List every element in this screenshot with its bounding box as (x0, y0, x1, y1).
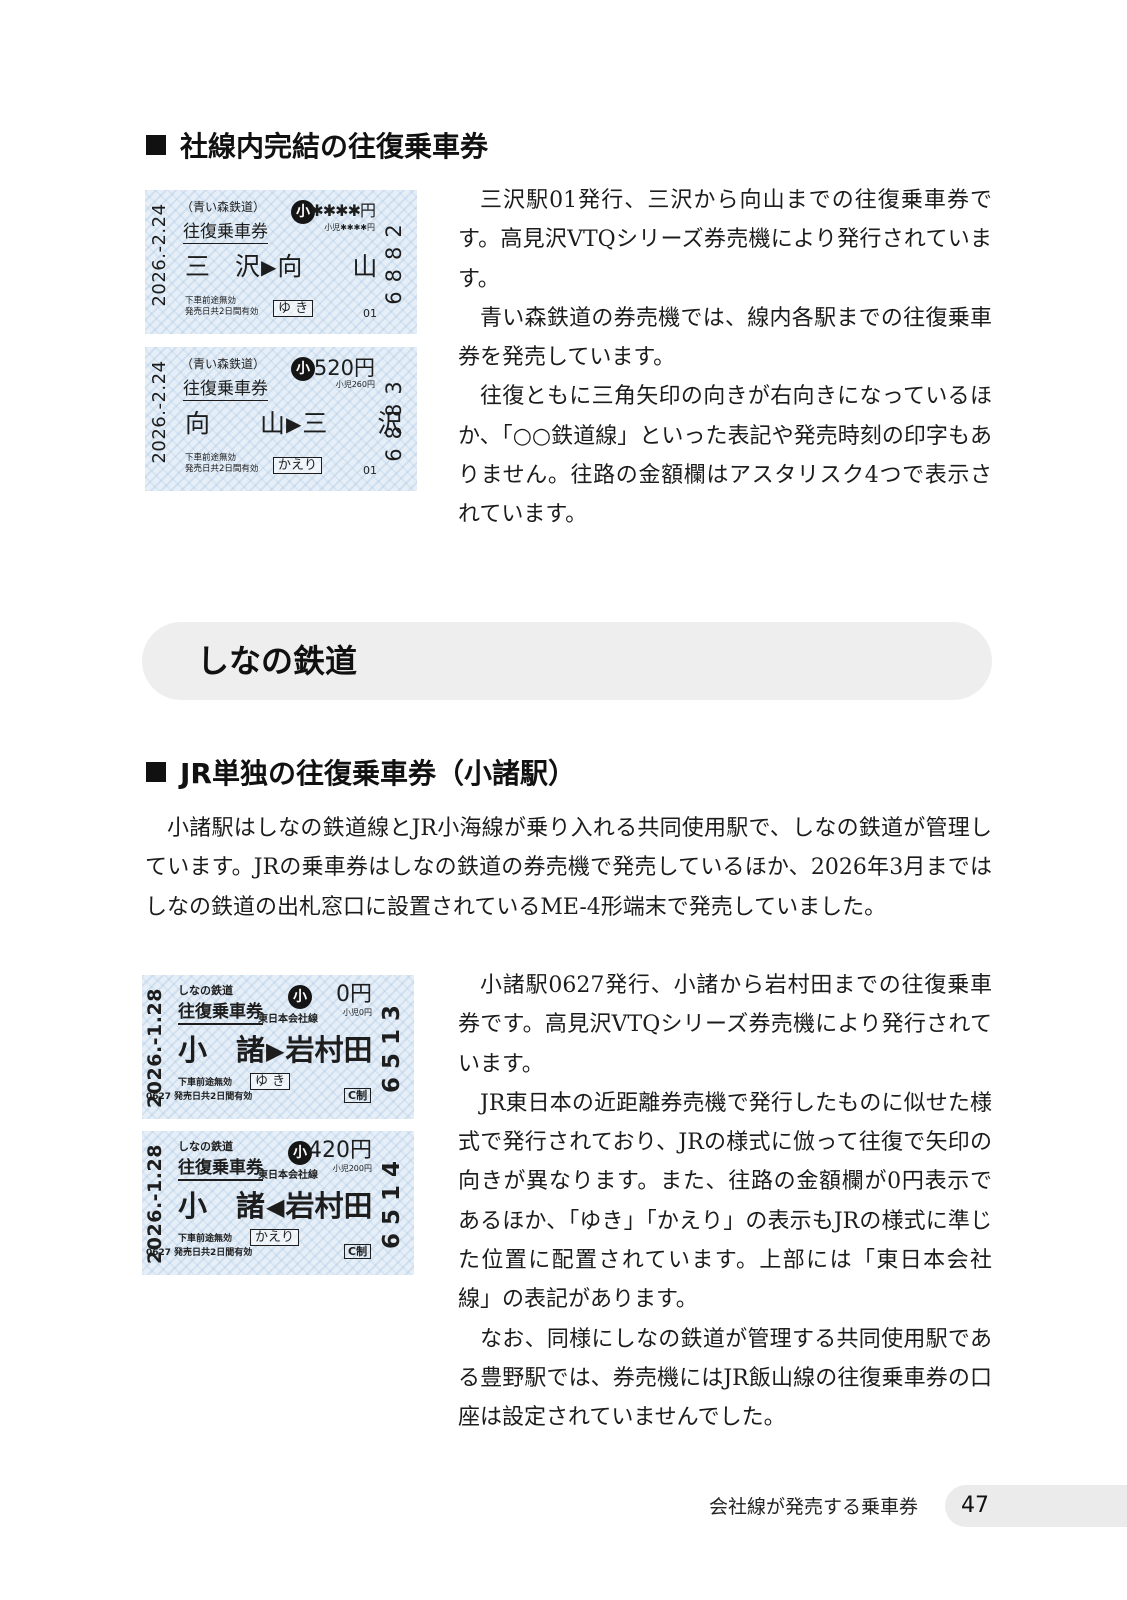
ticket-operator: しなの鉄道 (178, 984, 233, 997)
ticket-company-line: 東日本会社線 (258, 1014, 318, 1025)
ticket-type: 往復乗車券 (183, 222, 268, 244)
ticket-machine-number: 01 (363, 307, 377, 320)
child-fare-mark-icon: 小 (291, 357, 315, 381)
ticket-route-to: 岩村田 (285, 1033, 373, 1067)
ticket-child-fare: 小児✱✱✱✱円 (324, 223, 375, 232)
ticket-type: 往復乗車券 (178, 1004, 263, 1025)
ticket-serial-number: 6882 (382, 215, 406, 305)
ticket-child-fare: 小児200円 (332, 1164, 372, 1173)
section1-body-text: 三沢駅01発行、三沢から向山までの往復乗車券です。高見沢VTQシリーズ券売機によ… (458, 181, 992, 535)
section-heading-aoimori-roundtrip: 社線内完結の往復乗車券 (146, 125, 488, 165)
ticket-image-misawa-mukaiyama-outbound: 2026.-2.24 （青い森鉄道） 往復乗車券 小 ✱✱✱✱円 小児✱✱✱✱円… (145, 190, 417, 334)
section2-intro-text: 小諸駅はしなの鉄道線とJR小海線が乗り入れる共同使用駅で、しなの鉄道が管理してい… (145, 809, 992, 927)
ticket-issue-date: 2026.-2.24 (149, 360, 170, 464)
ticket-station-code: 0627 (146, 1092, 172, 1102)
ticket-image-komoro-iwamurada-outbound: 2026.-1.28 しなの鉄道 往復乗車券 東日本会社線 小 0円 小児0円 … (142, 975, 414, 1119)
ticket-image-komoro-iwamurada-return: 2026.-1.28 しなの鉄道 往復乗車券 東日本会社線 小 420円 小児2… (142, 1131, 414, 1275)
ticket-child-fare: 小児260円 (335, 380, 375, 389)
ticket-fare: 420円 (308, 1138, 372, 1163)
page-number-tab: 47 (945, 1485, 1127, 1527)
ticket-validity-note: 下車前途無効 (178, 1234, 233, 1244)
route-arrow-icon: ▶ (286, 411, 302, 436)
section2-body-text: 小諸駅0627発行、小諸から岩村田までの往復乗車券です。高見沢VTQシリーズ券売… (458, 966, 992, 1438)
ticket-serial-number: 6513 (379, 997, 405, 1094)
ticket-route-from: 小 諸 (178, 1033, 266, 1067)
ticket-machine-number: 01 (363, 464, 377, 477)
ticket-validity-note: 下車前途無効 (185, 453, 237, 463)
paragraph: なお、同様にしなの鉄道が管理する共同使用駅である豊野駅では、券売機にはJR飯山線… (458, 1326, 992, 1431)
ticket-route-from: 小 諸 (178, 1189, 266, 1223)
ticket-operator: しなの鉄道 (178, 1140, 233, 1153)
section-heading-text: JR単独の往復乗車券（小諸駅） (180, 757, 576, 790)
ticket-operator: （青い森鉄道） (181, 200, 266, 214)
ticket-type: 往復乗車券 (183, 379, 268, 401)
paragraph: 小諸駅はしなの鉄道線とJR小海線が乗り入れる共同使用駅で、しなの鉄道が管理してい… (145, 816, 992, 920)
ticket-route: 三 沢▶向 山 (185, 254, 377, 279)
ticket-validity-period: 発売日共2日間有効 (185, 307, 259, 317)
child-fare-mark-icon: 小 (291, 200, 315, 224)
ticket-type: 往復乗車券 (178, 1160, 263, 1181)
ticket-fare: 0円 (336, 982, 372, 1007)
route-arrow-icon: ◀ (266, 1192, 285, 1221)
ticket-validity-period: 発売日共2日間有効 (174, 1248, 253, 1258)
ticket-validity-period: 発売日共2日間有効 (174, 1092, 253, 1102)
ticket-validity-note: 下車前途無効 (185, 296, 237, 306)
ticket-route: 小 諸◀岩村田 (178, 1192, 373, 1221)
ticket-route: 向 山▶三 沢 (185, 411, 402, 436)
ticket-direction-label: ゆ き (273, 300, 314, 317)
ticket-station-code: 0627 (146, 1248, 172, 1258)
heading-square-icon (146, 762, 166, 782)
route-arrow-icon: ▶ (261, 254, 277, 279)
ticket-direction-label: ゆ き (250, 1073, 291, 1090)
section-heading-text: 社線内完結の往復乗車券 (180, 130, 489, 163)
heading-square-icon (146, 135, 166, 155)
route-arrow-icon: ▶ (266, 1036, 285, 1065)
ticket-route-to: 向 山 (277, 252, 378, 281)
ticket-validity-note: 下車前途無効 (178, 1078, 233, 1088)
ticket-image-mukaiyama-misawa-return: 2026.-2.24 （青い森鉄道） 往復乗車券 小 520円 小児260円 向… (145, 347, 417, 491)
paragraph: 小諸駅0627発行、小諸から岩村田までの往復乗車券です。高見沢VTQシリーズ券売… (458, 973, 992, 1077)
chapter-banner-shinano-railway: しなの鉄道 (142, 622, 992, 700)
section-heading-jr-roundtrip-komoro: JR単独の往復乗車券（小諸駅） (146, 752, 576, 792)
ticket-route: 小 諸▶岩村田 (178, 1036, 373, 1065)
ticket-direction-label: かえり (250, 1229, 300, 1246)
ticket-direction-label: かえり (273, 457, 323, 474)
ticket-serial-number: 6514 (379, 1153, 405, 1250)
ticket-serial-number: 6883 (382, 372, 406, 462)
ticket-control-mark: C制 (344, 1244, 372, 1259)
ticket-operator: （青い森鉄道） (181, 357, 266, 371)
paragraph: 青い森鉄道の券売機では、線内各駅までの往復乗車券を発売しています。 (458, 305, 992, 371)
child-fare-mark-icon: 小 (288, 1141, 312, 1165)
ticket-fare: ✱✱✱✱円 (310, 201, 376, 220)
paragraph: 三沢駅01発行、三沢から向山までの往復乗車券です。高見沢VTQシリーズ券売機によ… (458, 188, 992, 292)
ticket-child-fare: 小児0円 (342, 1008, 372, 1017)
ticket-company-line: 東日本会社線 (258, 1170, 318, 1181)
ticket-control-mark: C制 (344, 1088, 372, 1103)
ticket-route-from: 三 沢 (185, 252, 261, 281)
running-footer-chapter: 会社線が発売する乗車券 (708, 1496, 918, 1518)
ticket-route-to: 岩村田 (285, 1189, 373, 1223)
child-fare-mark-icon: 小 (288, 985, 312, 1009)
paragraph: 往復ともに三角矢印の向きが右向きになっているほか、「○○鉄道線」といった表記や発… (458, 384, 992, 528)
ticket-route-to: 三 沢 (302, 409, 403, 438)
ticket-fare: 520円 (313, 356, 375, 380)
ticket-route-from: 向 山 (185, 409, 286, 438)
ticket-issue-date: 2026.-2.24 (149, 203, 170, 307)
page-number: 47 (961, 1493, 989, 1518)
ticket-validity-period: 発売日共2日間有効 (185, 464, 259, 474)
paragraph: JR東日本の近距離券売機で発行したものに似せた様式で発行されており、JRの様式に… (458, 1090, 992, 1313)
banner-title: しなの鉄道 (197, 642, 358, 680)
